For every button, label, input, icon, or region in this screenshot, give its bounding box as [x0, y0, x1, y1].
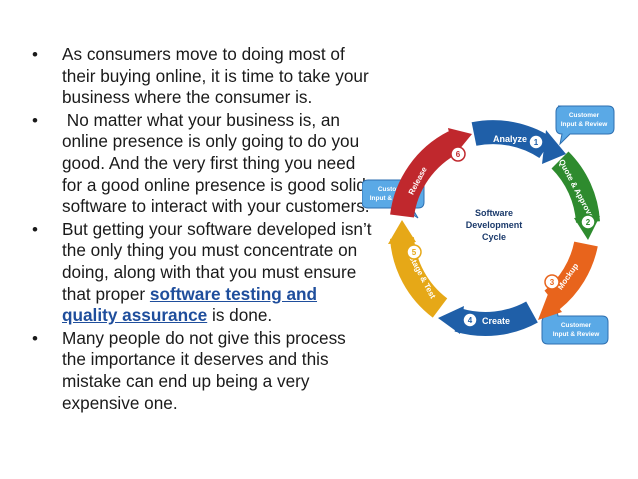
stage-arc-mockup: [544, 241, 598, 310]
review-bubble-top: Customer Input & Review: [555, 105, 615, 146]
review-bottom-line1: Customer: [561, 322, 592, 329]
stage-number-2: 2: [580, 214, 596, 230]
bullet-item: • As consumers move to doing most of the…: [28, 44, 373, 109]
stage-number-6: 6: [450, 146, 466, 162]
bullet-text: No matter what your business is, an onli…: [62, 109, 370, 217]
bullet-text-after: is done.: [207, 305, 273, 326]
review-top-line2: Input & Review: [561, 121, 609, 128]
bullet-text-before: But getting your software developed isn’…: [62, 218, 372, 304]
review-bottom-line2: Input & Review: [553, 331, 601, 338]
bullet-text: Many people do not give this process the…: [62, 327, 346, 413]
bullet-item: • Many people do not give this process t…: [28, 328, 373, 414]
bullet-dot: •: [32, 328, 38, 348]
review-bubble-bottom: Customer Input & Review: [541, 304, 609, 345]
bullet-dot: •: [32, 219, 38, 239]
stage-label-create: Create: [482, 316, 510, 326]
arrowhead-analyze: [542, 130, 566, 164]
svg-text:1: 1: [534, 138, 539, 147]
bullet-dot: •: [32, 110, 38, 130]
svg-text:2: 2: [586, 218, 591, 227]
svg-text:3: 3: [550, 278, 555, 287]
bullet-dot: •: [32, 45, 38, 64]
bullet-text: As consumers move to doing most of their…: [62, 44, 369, 108]
bullet-list: • As consumers move to doing most of the…: [28, 44, 373, 415]
svg-text:6: 6: [456, 150, 461, 159]
review-top-line1: Customer: [569, 112, 600, 119]
center-title-line2: Development: [466, 220, 523, 230]
arrowhead-stage: [388, 220, 416, 244]
center-title-line1: Software: [475, 208, 513, 218]
stage-arc-stage: [390, 236, 448, 318]
stage-number-1: 1: [528, 134, 544, 150]
svg-text:5: 5: [412, 248, 417, 257]
testing-link[interactable]: software testing and quality assurance: [62, 283, 318, 326]
bullet-item: • No matter what your business is, an on…: [28, 110, 373, 218]
svg-text:4: 4: [468, 316, 473, 325]
stage-number-4: 4: [462, 312, 478, 328]
bullet-item: • But getting your software developed is…: [28, 219, 373, 327]
arrowhead-create: [438, 306, 464, 334]
stage-number-5: 5: [406, 244, 422, 260]
arrowhead-mockup: [538, 294, 562, 320]
stage-arc-release: [390, 131, 460, 218]
stage-label-analyze: Analyze: [493, 134, 527, 144]
stage-number-3: 3: [544, 274, 560, 290]
center-title-line3: Cycle: [482, 232, 506, 242]
review-left-line1: Customer: [378, 186, 409, 193]
development-cycle-diagram: Customer Input & Review Customer Input &…: [362, 105, 615, 345]
